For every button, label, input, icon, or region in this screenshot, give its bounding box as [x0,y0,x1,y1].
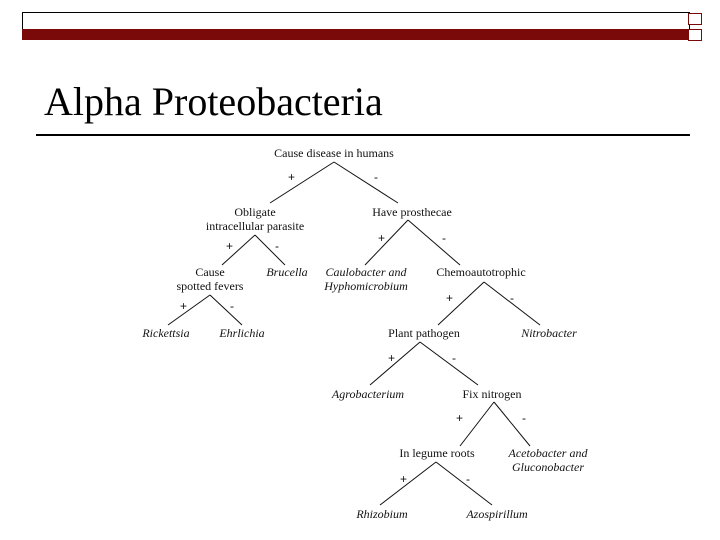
minus-sign: - [466,472,470,486]
plus-sign: + [446,291,453,305]
minus-sign: - [374,170,378,184]
edge [364,219,409,266]
node-plant-pathogen: Plant pathogen [388,326,460,340]
node-obligate: Obligate [234,205,275,219]
tree-nodes: Cause disease in humans Obligate intrace… [141,146,588,521]
node-root: Cause disease in humans [274,146,394,160]
node-azospirillum: Azospirillum [465,507,528,521]
edge [379,461,437,506]
edge [459,401,495,447]
edge [435,461,493,506]
node-caulobacter: Hyphomicrobium [323,279,408,293]
node-nitrobacter: Nitrobacter [520,326,577,340]
edge [419,341,479,386]
minus-sign: - [510,291,514,305]
slide-title: Alpha Proteobacteria [44,79,383,124]
node-caulobacter: Caulobacter and [326,265,408,279]
minus-sign: - [452,351,456,365]
title-rule [36,134,690,136]
plus-sign: + [180,299,187,313]
plus-sign: + [456,411,463,425]
node-obligate: intracellular parasite [206,219,304,233]
edge [209,294,243,326]
minus-sign: - [275,239,279,253]
plus-sign: + [226,239,233,253]
node-spotted-fevers: Cause [195,265,224,279]
minus-sign: - [230,299,234,313]
corner-square [688,13,702,25]
minus-sign: - [442,231,446,245]
edge [221,234,256,266]
node-spotted-fevers: spotted fevers [177,279,244,293]
node-chemoautotrophic: Chemoautotrophic [436,265,525,279]
plus-sign: + [400,472,407,486]
plus-sign: + [378,231,385,245]
corner-square [688,29,702,41]
header-band [22,29,689,40]
tree-edges [167,161,541,506]
minus-sign: - [522,411,526,425]
edge [437,281,485,326]
node-ehrlichia: Ehrlichia [218,326,264,340]
node-rhizobium: Rhizobium [355,507,408,521]
node-acetobacter: Acetobacter and [508,446,589,460]
edge [369,341,421,386]
plus-sign: + [388,351,395,365]
node-rickettsia: Rickettsia [141,326,189,340]
node-prosthecae: Have prosthecae [372,205,452,219]
node-agrobacterium: Agrobacterium [331,387,405,401]
plus-sign: + [288,170,295,184]
node-brucella: Brucella [266,265,307,279]
edge [254,234,286,266]
node-acetobacter: Gluconobacter [512,460,584,474]
edge [333,161,399,204]
edge [407,219,461,266]
edge [269,161,335,204]
edge [167,294,211,326]
node-legume-roots: In legume roots [399,446,475,460]
edge [493,401,531,447]
branch-signs: + - + - + - + - + - + - + - + - [180,170,526,486]
edge [483,281,541,326]
node-fix-nitrogen: Fix nitrogen [463,387,522,401]
